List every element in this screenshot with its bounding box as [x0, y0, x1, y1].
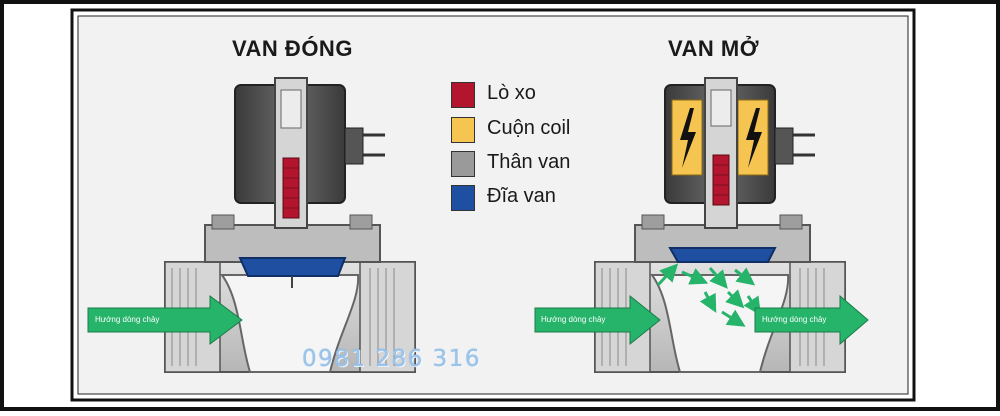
legend-label-spring: Lò xo — [487, 82, 536, 104]
legend-label-disc: Đĩa van — [487, 185, 556, 207]
open-connector — [774, 127, 794, 165]
closed-disc — [238, 257, 347, 277]
closed-flow-arrow — [87, 295, 243, 345]
closed-bolt-right — [349, 214, 373, 230]
watermark-phone: 0981 286 316 — [302, 346, 481, 372]
open-bolt-left — [641, 214, 665, 230]
open-stop — [710, 89, 732, 127]
open-outlet-flow-arrow — [754, 294, 869, 346]
open-internal-flow — [656, 263, 761, 327]
closed-bolt-left — [211, 214, 235, 230]
open-outlet-flow-label: Hướng dòng chảy — [762, 315, 827, 324]
open-valve — [534, 77, 869, 373]
closed-valve-title: VAN ĐÓNG — [232, 36, 353, 61]
closed-flow-label: Hướng dòng chảy — [95, 315, 160, 324]
closed-stop — [280, 89, 302, 129]
closed-connector — [344, 127, 364, 165]
legend-swatch-spring — [451, 82, 475, 108]
closed-bonnet — [204, 224, 381, 263]
open-valve-title: VAN MỞ — [668, 36, 760, 61]
legend-label-body: Thân van — [487, 151, 571, 173]
lightning-right-icon — [746, 108, 762, 168]
open-bolt-right — [779, 214, 803, 230]
legend-label-coil: Cuộn coil — [487, 117, 571, 139]
legend-swatch-coil — [451, 117, 475, 143]
closed-valve — [87, 77, 416, 373]
lightning-left-icon — [680, 108, 696, 168]
open-inlet-flow-label: Hướng dòng chảy — [541, 315, 606, 324]
closed-outlet-port — [359, 261, 416, 373]
legend-swatch-disc — [451, 185, 475, 211]
closed-chamber — [220, 274, 360, 373]
open-inlet-flow-arrow — [534, 294, 661, 346]
open-disc — [668, 247, 777, 263]
open-spring — [712, 154, 730, 206]
legend-swatch-body — [451, 151, 475, 177]
